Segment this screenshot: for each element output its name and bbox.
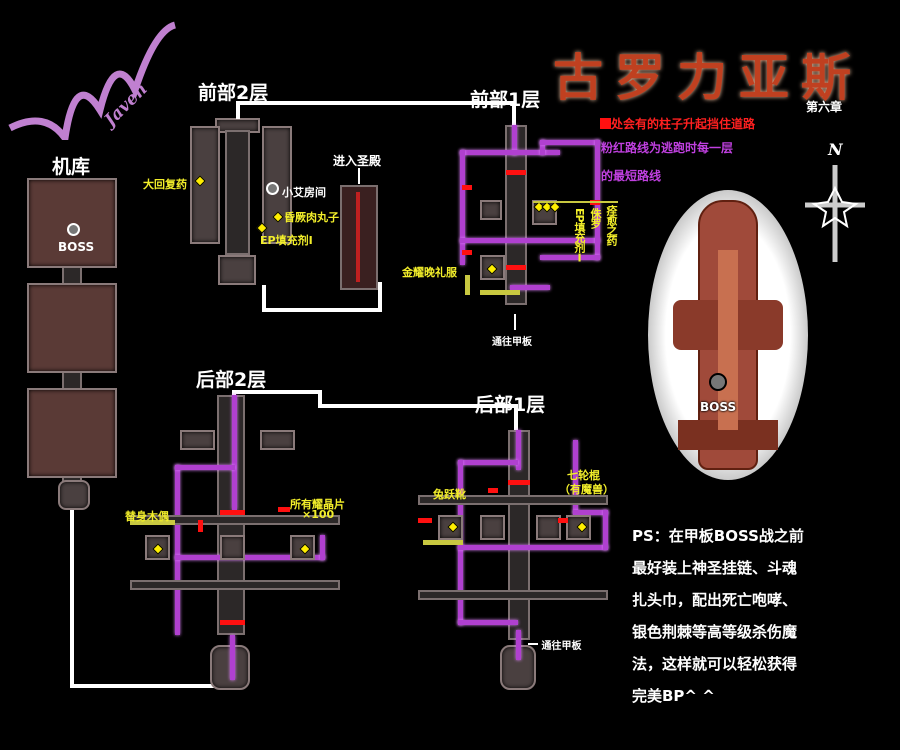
rear1-label: 后部1层 xyxy=(475,394,546,416)
ps-line: 法，这样就可以轻松获得 xyxy=(632,655,798,673)
front2-item-3: EP填充剂Ⅰ xyxy=(260,234,313,247)
front1-item-0: EP填充剂Ⅰ xyxy=(573,208,586,264)
room-marker-icon xyxy=(266,182,279,195)
legend-red: 处会有的柱子升起挡住道路 xyxy=(600,115,755,132)
ps-line: 银色荆棘等高等级杀伤魔 xyxy=(632,623,798,641)
front2-map xyxy=(190,118,300,288)
ps-line: 完美BP^ ^ xyxy=(632,687,715,705)
rear1-item-1: 七轮棍 xyxy=(567,469,600,482)
hangar-exit-room xyxy=(58,480,90,510)
map-title: 古罗力亚斯 xyxy=(553,48,863,107)
rear2-label: 后部2层 xyxy=(196,369,267,391)
temple-tower xyxy=(340,185,378,290)
rear1-item-0: 兔跃靴 xyxy=(433,488,466,501)
front2-item-1: 小艾房间 xyxy=(282,186,326,199)
front1-item-2: 痊愈之药 xyxy=(605,205,618,245)
rear2-item-2: ×100 xyxy=(302,508,335,521)
front1-label: 前部1层 xyxy=(470,89,541,111)
ps-line: PS：在甲板BOSS战之前 xyxy=(632,527,804,545)
rear1-exit-text: 通往甲板 xyxy=(541,641,582,652)
javen-logo: Javen xyxy=(5,10,185,148)
front1-item-3: 金耀晚礼服 xyxy=(402,266,457,279)
red-square-icon xyxy=(600,118,611,129)
deck-ship-image xyxy=(648,190,808,480)
compass-icon: N xyxy=(800,140,870,265)
legend-pink-2: 的最短路线 xyxy=(601,169,662,183)
front2-label: 前部2层 xyxy=(198,82,269,104)
compass-north: N xyxy=(828,140,843,159)
legend-pink-1: 粉红路线为逃跑时每一层 xyxy=(601,141,734,155)
hangar-map xyxy=(27,178,117,483)
rear2-item-1: 所有耀晶片 xyxy=(290,498,345,511)
hangar-label: 机库 xyxy=(52,156,91,178)
chapter-label: 第六章 xyxy=(806,100,843,114)
hangar-boss-label: BOSS xyxy=(58,240,95,254)
ps-line: 扎头巾，配出死亡咆哮、 xyxy=(632,591,798,609)
deck-boss-label: BOSS xyxy=(700,400,737,414)
front1-exit-label: 通往甲板 xyxy=(492,337,532,348)
ps-note: PS：在甲板BOSS战之前 最好装上神圣挂链、斗魂 扎头巾，配出死亡咆哮、 银色… xyxy=(632,520,804,712)
rear1-exit-label: 通往甲板 xyxy=(538,637,581,652)
rear2-item-0: 替身木偶 xyxy=(125,510,169,523)
front1-map xyxy=(460,125,605,315)
front2-item-0: 大回复药 xyxy=(143,178,187,191)
front1-item-1: 侏罗 xyxy=(589,208,602,228)
ps-line: 最好装上神圣挂链、斗魂 xyxy=(632,559,798,577)
rear1-item-2: （有魔兽） xyxy=(559,483,614,496)
legend-red-text: 处会有的柱子升起挡住道路 xyxy=(611,117,756,131)
front2-item-2: 昏厥肉丸子 xyxy=(284,211,339,224)
rear1-map xyxy=(418,430,613,695)
boss-marker-icon xyxy=(709,373,727,391)
rear2-map xyxy=(130,395,350,695)
temple-label: 进入圣殿 xyxy=(333,154,382,168)
boss-marker-icon xyxy=(67,223,80,236)
